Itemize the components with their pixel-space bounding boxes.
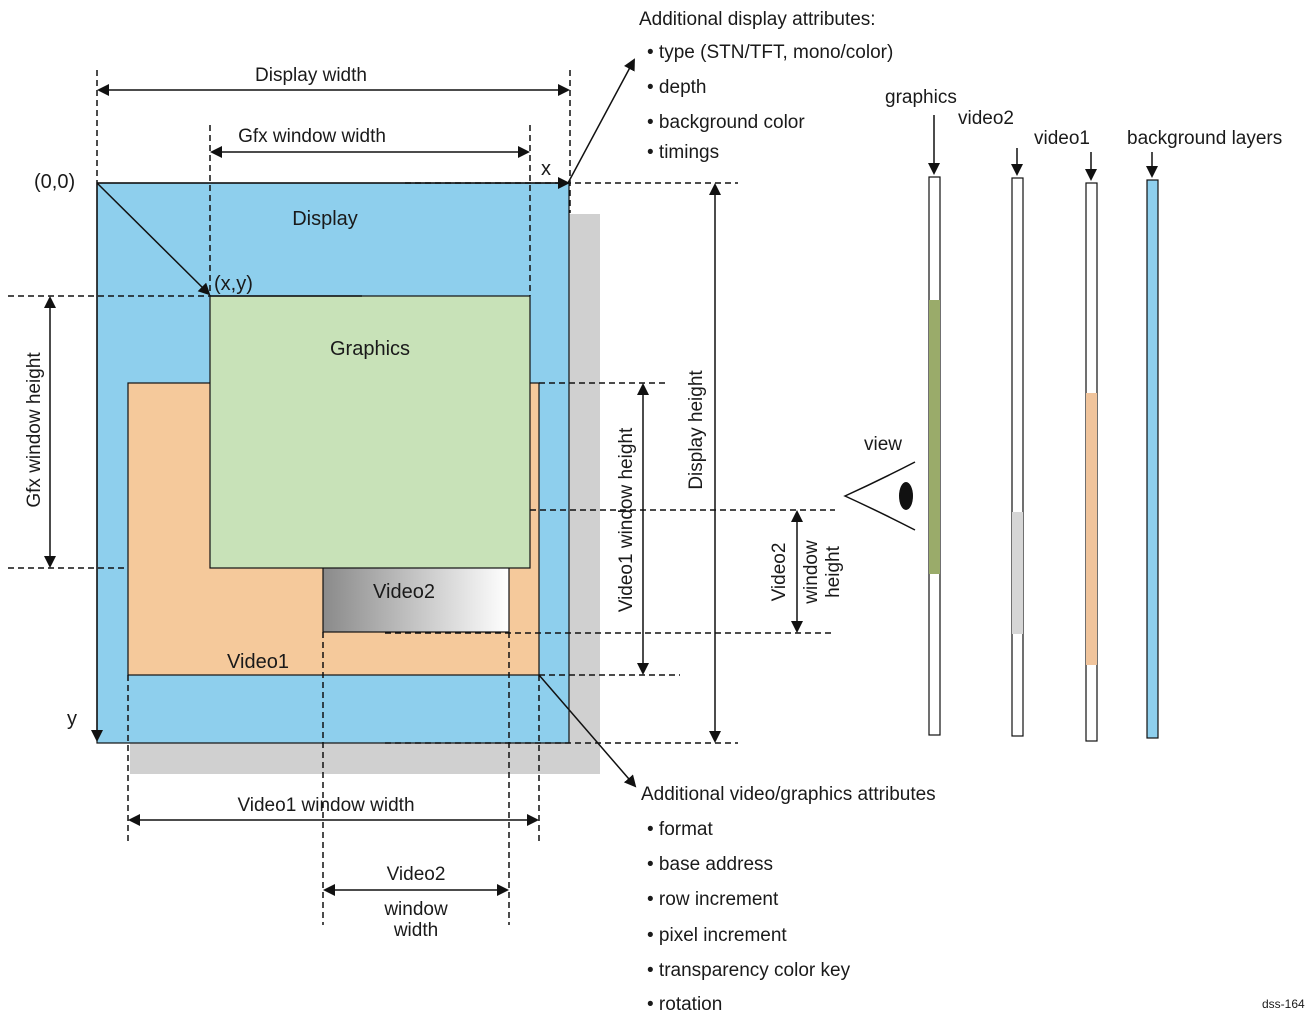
video2-window-width-label-1: Video2 — [387, 864, 446, 885]
graphics-region — [209, 295, 531, 569]
video2-window-height-label-2: window — [801, 540, 822, 605]
display-height-label: Display height — [686, 370, 707, 490]
video2-window-height-label-3: height — [823, 545, 844, 597]
video1-window-width-label: Video1 window width — [237, 795, 414, 816]
video1-label: Video1 — [227, 651, 289, 673]
video1-layer-window — [1086, 393, 1097, 665]
display-width-label: Display width — [255, 65, 367, 86]
video2-window-width-label-3: width — [393, 920, 438, 941]
graphics-label: Graphics — [330, 338, 410, 360]
display-attribute-item: • type (STN/TFT, mono/color) — [647, 42, 893, 63]
video-attributes-heading: Additional video/graphics attributes — [641, 784, 936, 805]
video2-window-height-label-1: Video2 — [769, 543, 790, 602]
background-layer-bar — [1146, 179, 1159, 739]
display-label: Display — [292, 208, 358, 230]
video-attribute-item: • rotation — [647, 994, 722, 1015]
graphics-layer-window — [929, 300, 940, 574]
video2-label: Video2 — [373, 581, 435, 603]
display-attribute-item: • background color — [647, 112, 805, 133]
origin-to-xy-arrow — [96, 182, 211, 296]
video2-layer-window — [1012, 512, 1023, 634]
figure-id: dss-164 — [1262, 997, 1305, 1011]
eye-icon — [843, 461, 916, 531]
video2-layer-label: video2 — [958, 108, 1014, 129]
video-attribute-item: • transparency color key — [647, 960, 851, 981]
video-attribute-item: • format — [647, 819, 713, 840]
origin-coordinate: (0,0) — [34, 171, 75, 193]
video2-window-width-label-2: window — [383, 899, 448, 920]
y-axis-label: y — [67, 708, 77, 730]
video2-layer-bar — [1011, 177, 1024, 737]
video-attribute-item: • pixel increment — [647, 925, 787, 946]
video-attribute-item: • base address — [647, 854, 773, 875]
display-attribute-item: • timings — [647, 142, 719, 163]
display-attributes-heading: Additional display attributes: — [639, 9, 876, 30]
display-attributes-pointer — [567, 58, 635, 184]
video-attributes-pointer — [538, 674, 637, 788]
video-attribute-item: • row increment — [647, 889, 779, 910]
video1-layer-label: video1 — [1034, 128, 1090, 149]
video1-window-height-label: Video1 window height — [616, 427, 637, 612]
xy-coordinate: (x,y) — [214, 273, 253, 295]
video2-region — [322, 566, 510, 633]
graphics-layer-label: graphics — [885, 87, 957, 108]
view-label: view — [864, 434, 902, 455]
display-attribute-item: • depth — [647, 77, 706, 98]
gfx-window-width-label: Gfx window width — [238, 126, 386, 147]
background-layer-label: background layers — [1127, 128, 1282, 149]
x-axis-label: x — [541, 158, 551, 180]
gfx-window-height-label: Gfx window height — [24, 352, 45, 508]
